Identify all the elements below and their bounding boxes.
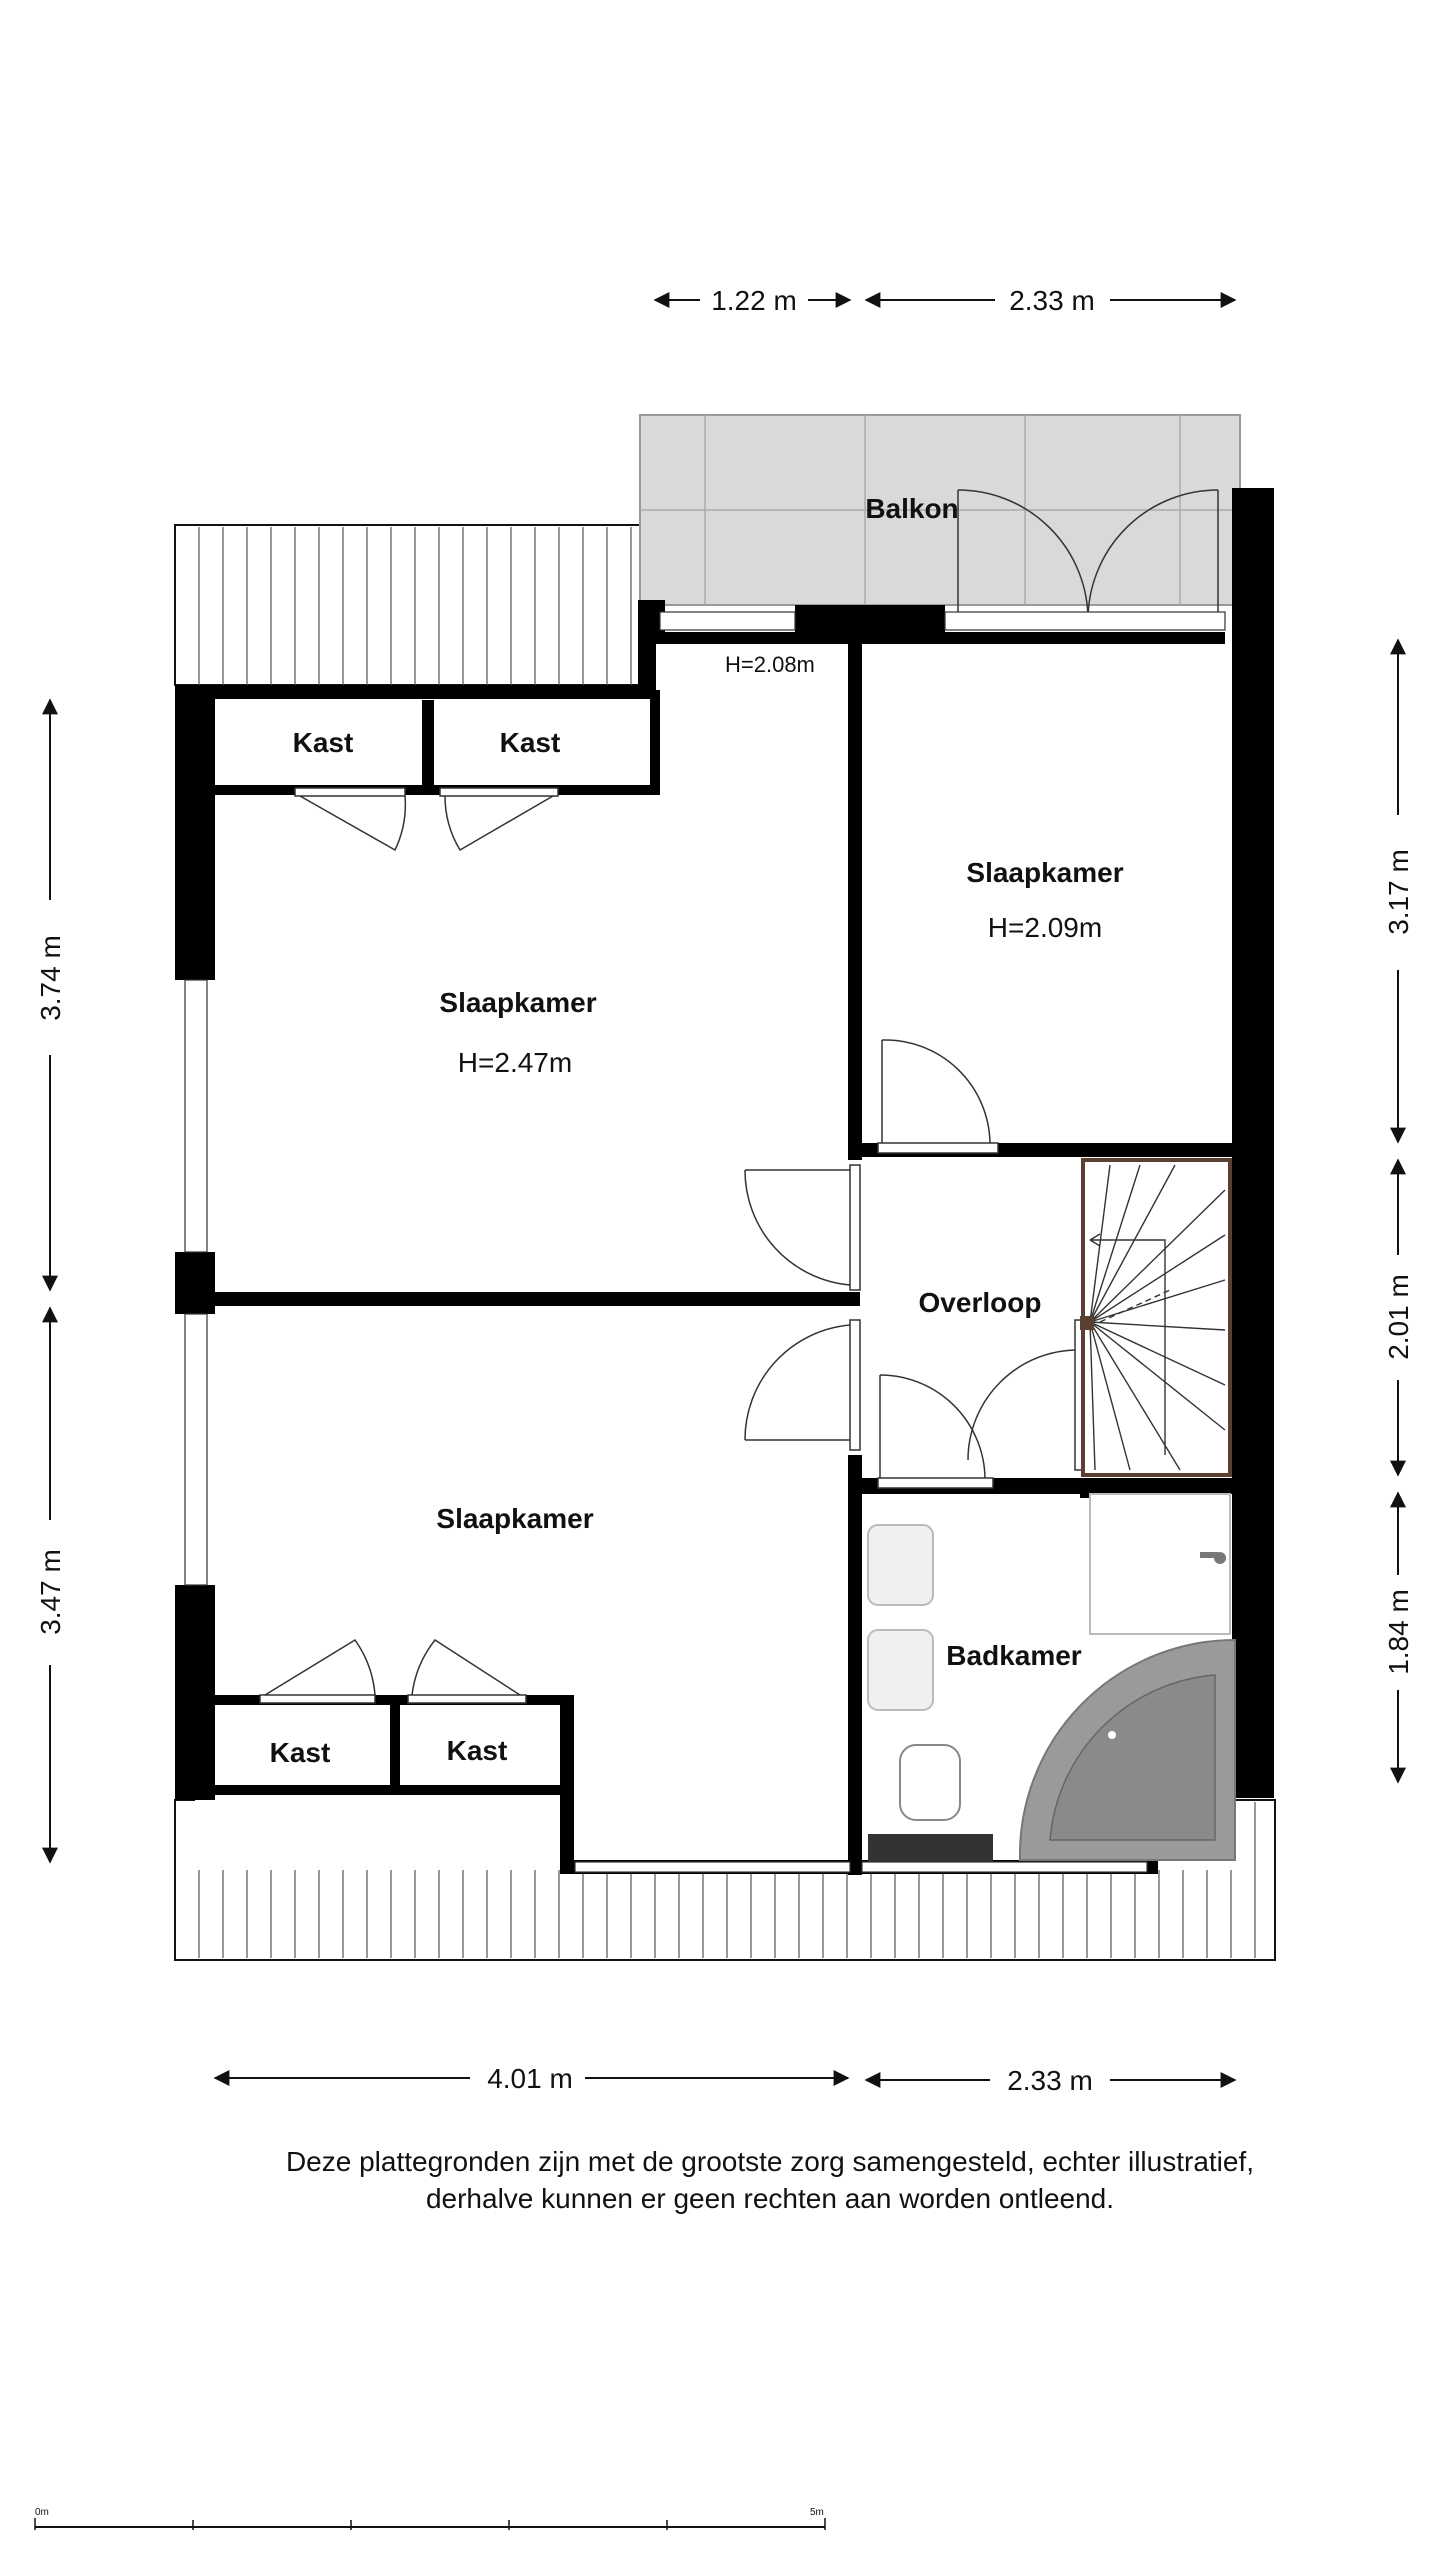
dim-bottom-left: 4.01 m [487,2063,573,2094]
stairs [1080,1158,1232,1477]
slaapkamer-bottom-label: Slaapkamer [436,1503,593,1534]
disclaimer-line-1: Deze plattegronden zijn met de grootste … [285,2146,1255,2177]
dim-left-lower: 3.47 m [35,1549,66,1635]
kast-doors-bottom [259,1638,527,1704]
dim-top-right: 2.33 m [1009,285,1095,316]
balcony-height-label: H=2.08m [725,652,815,677]
balkon-label: Balkon [865,493,958,524]
scale-end-label: 5m [810,2507,824,2518]
bathroom-fixtures [867,1493,1236,1861]
slaapkamer-large-height: H=2.47m [458,1047,572,1078]
floor-interior [195,690,1235,1870]
dim-right-lower: 1.84 m [1383,1589,1414,1675]
overloop-label: Overloop [919,1287,1042,1318]
windows [184,611,1226,1873]
disclaimer-line-2: derhalve kunnen er geen rechten aan word… [425,2183,1115,2214]
disclaimer: Deze plattegronden zijn met de grootste … [120,2143,1420,2217]
kast-label-1: Kast [293,727,354,758]
scale-bar: 0m 5m [34,2507,826,2530]
dim-right-upper: 3.17 m [1383,849,1414,935]
dim-right-middle: 2.01 m [1383,1274,1414,1360]
dimension-lines [42,292,1406,2088]
roof-top-left [174,524,641,686]
slaapkamer-top-right-label: Slaapkamer [966,857,1123,888]
badkamer-label: Badkamer [946,1640,1082,1671]
kast-doors-top [294,787,559,852]
dim-left-upper: 3.74 m [35,935,66,1021]
scale-start-label: 0m [35,2507,49,2518]
balcony [639,414,1241,621]
slaapkamer-top-right-height: H=2.09m [988,912,1102,943]
dim-bottom-right: 2.33 m [1007,2065,1093,2096]
kast-label-2: Kast [500,727,561,758]
slaapkamer-large-label: Slaapkamer [439,987,596,1018]
dim-top-left: 1.22 m [711,285,797,316]
kast-label-3: Kast [270,1737,331,1768]
interior-doors [744,1039,1086,1489]
balcony-door-swing [957,489,1219,621]
kast-label-4: Kast [447,1735,508,1766]
